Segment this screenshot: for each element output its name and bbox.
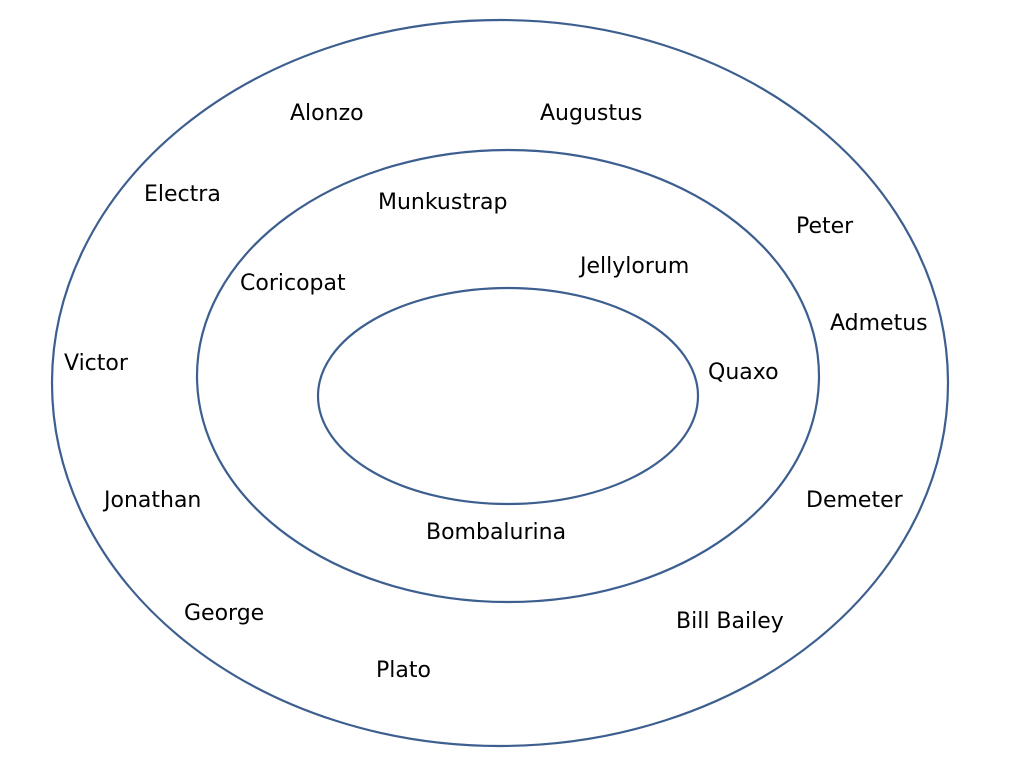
outer-name-alonzo: Alonzo: [290, 101, 364, 126]
outer-name-jonathan: Jonathan: [104, 488, 202, 513]
outer-name-george: George: [184, 601, 265, 626]
outer-name-bill-bailey: Bill Bailey: [676, 609, 784, 634]
outer-name-peter: Peter: [796, 214, 854, 239]
outer-name-plato: Plato: [376, 658, 431, 683]
middle-ellipse: [195, 148, 821, 604]
outer-name-demeter: Demeter: [806, 488, 903, 513]
outer-name-admetus: Admetus: [830, 311, 928, 336]
inner-ellipse: [316, 286, 700, 506]
outer-ellipse: [50, 18, 950, 748]
middle-name-jellylorum: Jellylorum: [580, 254, 690, 279]
middle-name-munkustrap: Munkustrap: [378, 190, 508, 215]
middle-name-quaxo: Quaxo: [708, 360, 779, 385]
middle-name-bombalurina: Bombalurina: [426, 520, 567, 545]
outer-name-electra: Electra: [144, 182, 221, 207]
outer-name-augustus: Augustus: [540, 101, 643, 126]
outer-name-victor: Victor: [64, 351, 128, 376]
middle-name-coricopat: Coricopat: [240, 271, 346, 296]
